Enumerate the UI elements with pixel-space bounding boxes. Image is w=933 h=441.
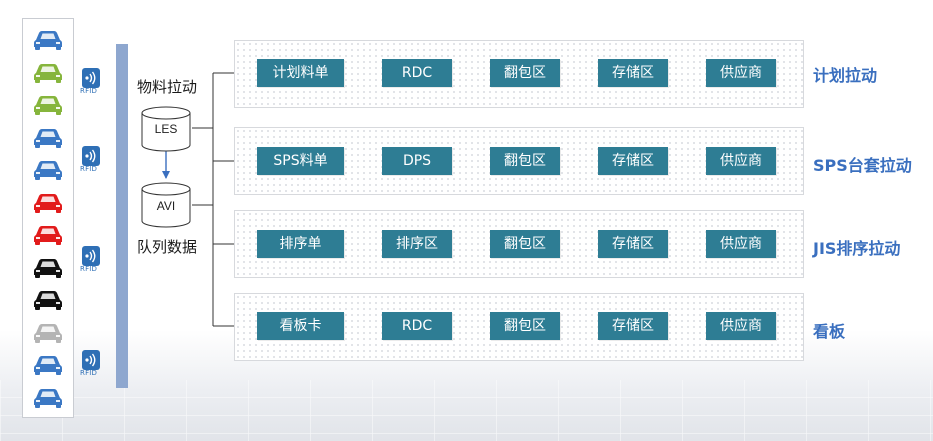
car-icon: [33, 159, 63, 181]
car-icon: [33, 94, 63, 116]
rfid-reader-icon: RFID: [80, 246, 106, 280]
rfid-reader-icon: RFID: [80, 146, 106, 180]
car-icon: [33, 62, 63, 84]
flow-node: 存储区: [598, 59, 668, 87]
car-icon: [33, 29, 63, 51]
car-icon: [33, 224, 63, 246]
les-label: LES: [154, 122, 178, 136]
car-column: [22, 18, 74, 418]
avi-database-icon: AVI: [141, 182, 191, 228]
flow-node: 存储区: [598, 312, 668, 340]
flow-node: 供应商: [706, 59, 776, 87]
car-icon: [33, 289, 63, 311]
flow-node: 排序单: [257, 230, 344, 258]
rfid-label: RFID: [80, 265, 98, 273]
car-icon: [33, 257, 63, 279]
row-title: 看板: [813, 322, 846, 341]
queue-data-label: 队列数据: [137, 238, 198, 256]
floor-tiles: [0, 380, 933, 441]
avi-label: AVI: [156, 199, 176, 213]
car-icon: [33, 387, 63, 409]
flow-node: RDC: [382, 59, 452, 87]
rfid-label: RFID: [80, 165, 98, 173]
flow-node: 供应商: [706, 230, 776, 258]
flow-node: 供应商: [706, 312, 776, 340]
flow-node: 供应商: [706, 147, 776, 175]
flow-node: 翻包区: [490, 230, 560, 258]
flow-node: SPS料单: [257, 147, 344, 175]
les-database-icon: LES: [141, 106, 191, 152]
flow-node: 看板卡: [257, 312, 344, 340]
flow-node: 翻包区: [490, 59, 560, 87]
flow-node: 翻包区: [490, 147, 560, 175]
flow-node: 翻包区: [490, 312, 560, 340]
row-title: 计划拉动: [813, 66, 878, 85]
rfid-label: RFID: [80, 369, 98, 377]
material-pull-label: 物料拉动: [137, 78, 198, 96]
car-icon: [33, 127, 63, 149]
flow-node: 排序区: [382, 230, 452, 258]
car-icon: [33, 192, 63, 214]
car-icon: [33, 354, 63, 376]
rfid-label: RFID: [80, 87, 98, 95]
rfid-reader-icon: RFID: [80, 350, 106, 384]
flow-node: 存储区: [598, 230, 668, 258]
flow-node: RDC: [382, 312, 452, 340]
row-title: JIS排序拉动: [813, 239, 901, 258]
flow-node: 存储区: [598, 147, 668, 175]
data-bus-bar: [116, 44, 128, 388]
row-title: SPS台套拉动: [813, 156, 912, 175]
rfid-reader-icon: RFID: [80, 68, 106, 102]
flow-node: 计划料单: [257, 59, 344, 87]
flow-node: DPS: [382, 147, 452, 175]
car-icon: [33, 322, 63, 344]
